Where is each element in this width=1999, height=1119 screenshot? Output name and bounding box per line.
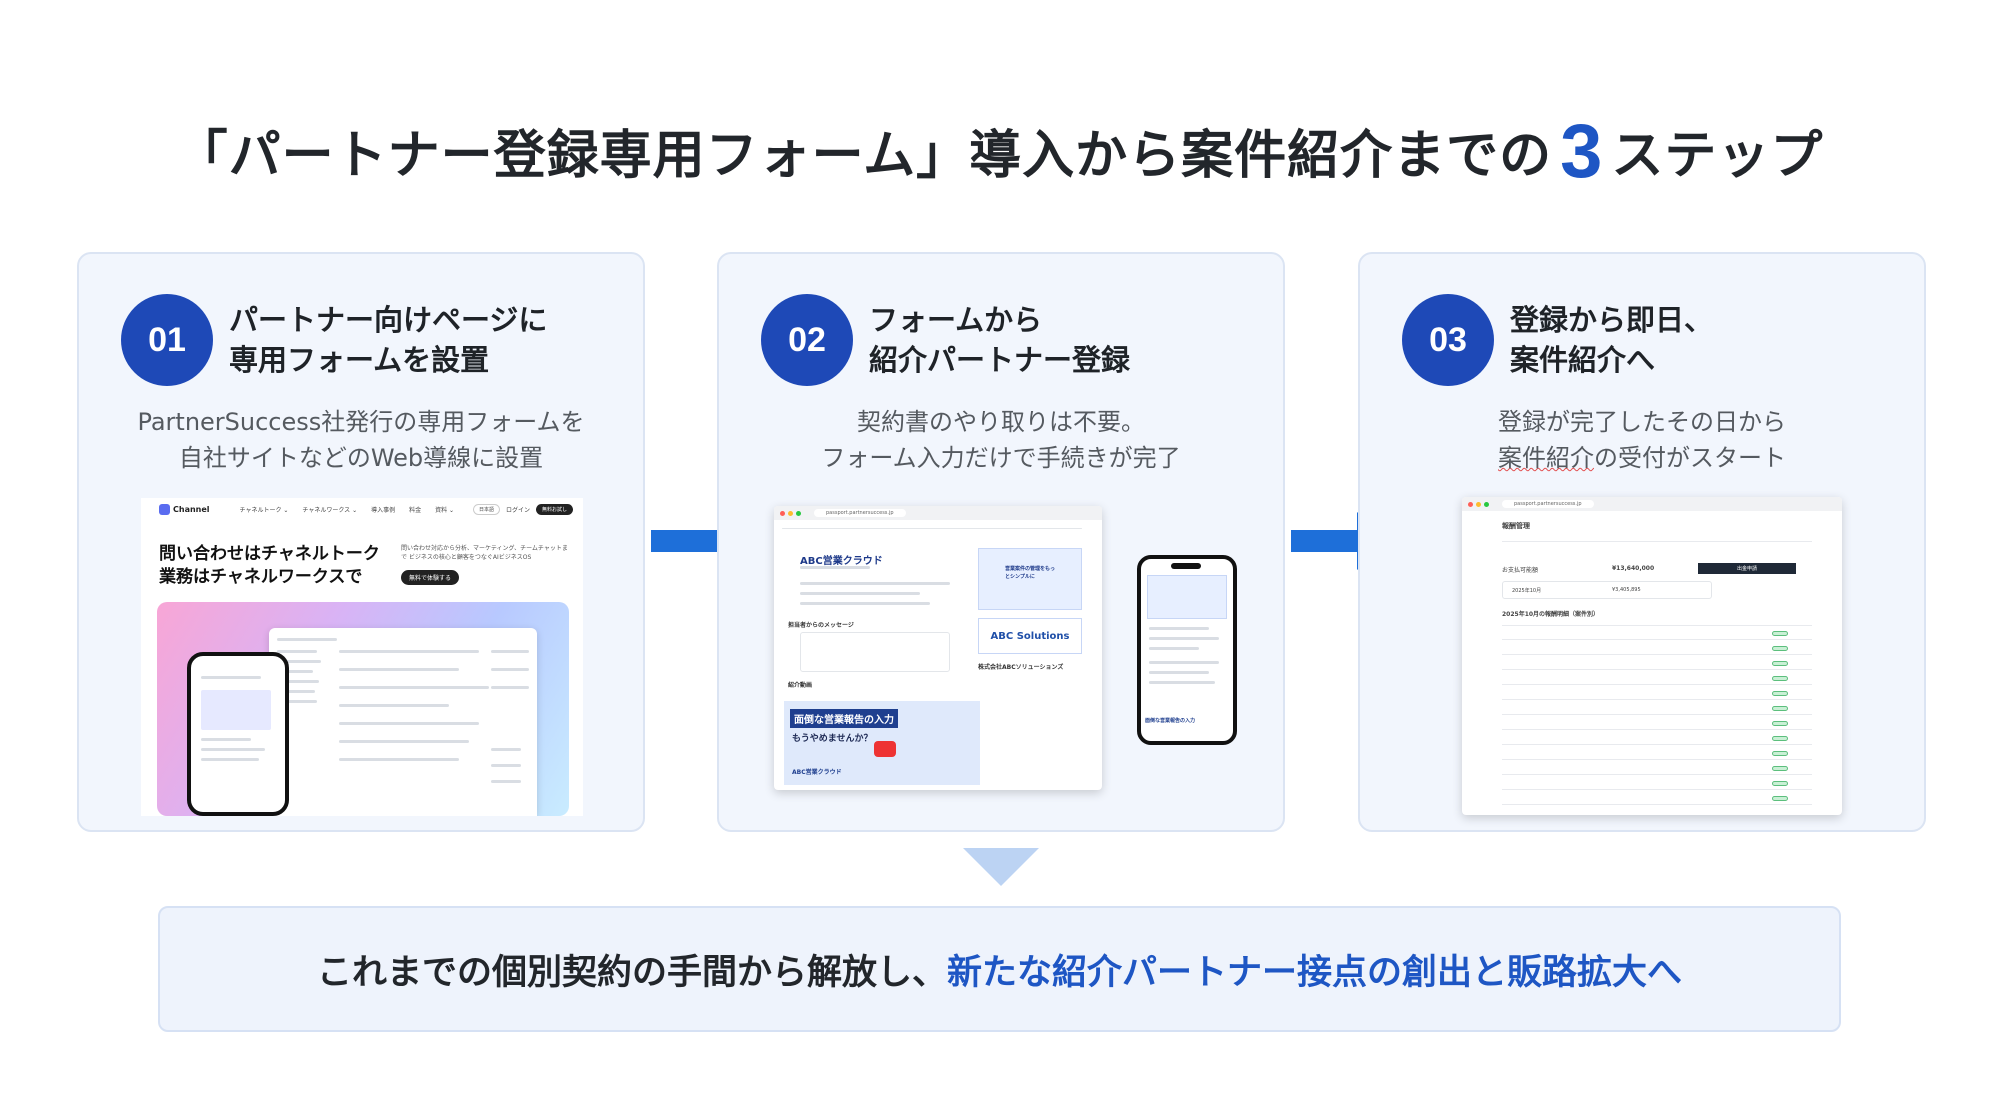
step-desc-line1: 契約書のやり取りは不要。 (857, 408, 1145, 436)
mock-logo: Channel (159, 503, 210, 515)
step-description: 登録が完了したその日から 案件紹介の受付がスタート (1360, 404, 1924, 476)
step-heading-line2: 案件紹介へ (1510, 343, 1656, 377)
mock-headline: 問い合わせはチャネルトーク 業務はチャネルワークスで (159, 544, 380, 587)
step-card-2: 02 フォームから 紹介パートナー登録 契約書のやり取りは不要。 フォーム入力だ… (717, 252, 1285, 832)
step-number-badge: 01 (121, 294, 213, 386)
step-heading-line1: パートナー向けページに (229, 303, 548, 337)
mock-hero-gradient (157, 602, 569, 816)
mock-company-logo: ABC Solutions (978, 618, 1082, 654)
mock-trial-button: 無料お試し (535, 503, 573, 515)
mock-phone (187, 652, 289, 816)
step-number-badge: 03 (1402, 294, 1494, 386)
mock-menu-item: チャネルトーク ⌄ (239, 506, 289, 514)
step-desc-line2: 案件紹介の受付がスタート (1498, 444, 1786, 472)
title-step-count: 3 (1560, 109, 1604, 194)
form-page-mockup: passport.partnersuccess.jp ABC営業クラウド 担当者… (774, 506, 1102, 790)
step-desc-line1: 登録が完了したその日から (1498, 408, 1786, 436)
step-desc-line1: PartnerSuccess社発行の専用フォームを (137, 408, 585, 436)
mobile-form-mockup: 面倒な営業報告の入力 (1137, 555, 1237, 745)
step-description: PartnerSuccess社発行の専用フォームを 自社サイトなどのWeb導線に… (79, 404, 643, 476)
mock-menu: チャネルトーク ⌄ チャネルワークス ⌄ 導入事例 料金 資料 ⌄ (240, 505, 455, 514)
down-arrow-icon (963, 848, 1039, 886)
title-before: 「パートナー登録専用フォーム」導入から案件紹介までの (175, 126, 1553, 186)
mock-table-title: 2025年10月の報酬明細（案件別） (1502, 611, 1600, 618)
mock-subtext: 問い合わせ対応から分析、マーケティング、チームチャットまで ビジネスの核心と顧客… (401, 545, 568, 561)
mock-video-banner: 面倒な営業報告の入力 もうやめませんか？ ABC営業クラウド (784, 701, 980, 785)
step-description: 契約書のやり取りは不要。 フォーム入力だけで手続きが完了 (719, 404, 1283, 476)
step-number-badge: 02 (761, 294, 853, 386)
mock-service-name: ABC営業クラウド (800, 556, 883, 567)
channel-logo-icon (159, 503, 170, 515)
step-heading-line1: フォームから (869, 303, 1043, 337)
mock-menu-item: チャネルワークス ⌄ (302, 506, 358, 514)
website-mockup: Channel チャネルトーク ⌄ チャネルワークス ⌄ 導入事例 料金 資料 … (141, 498, 583, 816)
mock-company-name: 株式会社ABCソリューションズ (978, 664, 1064, 671)
mock-phone-banner: 面倒な営業報告の入力 (1145, 718, 1196, 724)
mock-page-title: 報酬管理 (1502, 522, 1530, 530)
summary-highlight: 新たな紹介パートナー接点の創出と販路拡大へ (947, 952, 1683, 993)
step-card-1: 01 パートナー向けページに 専用フォームを設置 PartnerSuccess社… (77, 252, 645, 832)
browser-bar: passport.partnersuccess.jp (1462, 497, 1842, 511)
mock-menu-item: 資料 ⌄ (435, 506, 455, 514)
browser-url: passport.partnersuccess.jp (814, 509, 906, 517)
summary-banner: これまでの個別契約の手間から解放し、新たな紹介パートナー接点の創出と販路拡大へ (158, 906, 1841, 1032)
step-heading-line1: 登録から即日、 (1510, 303, 1714, 337)
mock-menu-item: 料金 (409, 506, 422, 514)
mock-withdraw-button: 出金申請 (1698, 563, 1796, 574)
mock-amount-label: お支払可能額 (1502, 567, 1539, 574)
phone-notch (1171, 563, 1201, 569)
summary-text: これまでの個別契約の手間から解放し、 (316, 952, 947, 993)
mock-language-pill: 日本語 (472, 503, 500, 515)
step-desc-line2: フォーム入力だけで手続きが完了 (821, 444, 1181, 472)
mock-login-link: ログイン (505, 506, 530, 514)
mock-month-amount: ¥3,405,895 (1612, 587, 1641, 593)
mock-app-screenshot (269, 628, 537, 816)
step-heading-line2: 紹介パートナー登録 (869, 343, 1131, 377)
step-heading: パートナー向けページに 専用フォームを設置 (229, 300, 547, 380)
mock-message-heading: 担当者からのメッセージ (788, 622, 854, 629)
mock-month: 2025年10月 (1512, 588, 1542, 594)
mock-intro-heading: 紹介動画 (788, 682, 813, 689)
browser-url: passport.partnersuccess.jp (1502, 500, 1594, 508)
mock-cta-button: 無料で体験する (401, 570, 460, 585)
mock-ad-banner: 営業案件の管理をもっとシンプルに (978, 548, 1082, 610)
mock-menu-item: 導入事例 (371, 506, 396, 514)
step-card-3: 03 登録から即日、 案件紹介へ 登録が完了したその日から 案件紹介の受付がスタ… (1358, 252, 1926, 832)
step-heading-line2: 専用フォームを設置 (229, 343, 490, 377)
mock-amount: ¥13,640,000 (1612, 565, 1655, 572)
browser-bar: passport.partnersuccess.jp (774, 506, 1102, 520)
mock-nav-right: 日本語 ログイン 無料お試し (472, 503, 573, 515)
reward-dashboard-mockup: passport.partnersuccess.jp 報酬管理 お支払可能額 ¥… (1462, 497, 1842, 815)
mock-navbar: Channel チャネルトーク ⌄ チャネルワークス ⌄ 導入事例 料金 資料 … (141, 498, 583, 520)
step-desc-line2: 自社サイトなどのWeb導線に設置 (178, 444, 544, 472)
play-icon (874, 741, 896, 757)
step-heading: フォームから 紹介パートナー登録 (869, 300, 1130, 380)
title-after: ステップ (1611, 126, 1824, 186)
step-heading: 登録から即日、 案件紹介へ (1510, 300, 1713, 380)
